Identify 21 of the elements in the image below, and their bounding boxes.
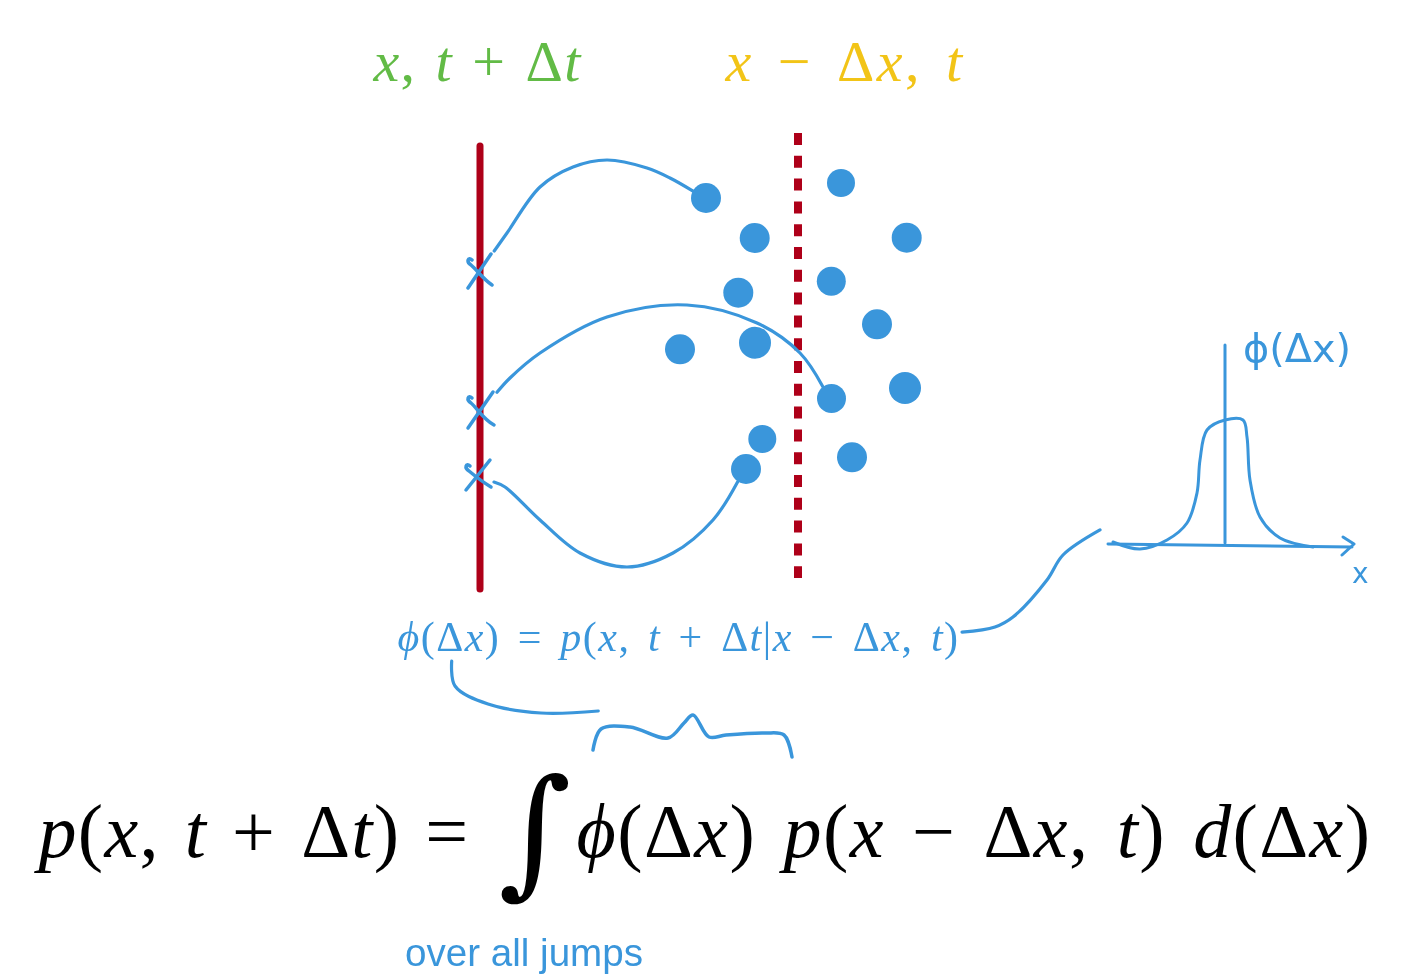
curly-brace [590, 711, 796, 760]
jump-curve [492, 480, 740, 569]
formula: ϕ(Δx) = p(x, t + Δt|x − Δx, t) [395, 612, 963, 662]
jump-curve [492, 158, 695, 253]
particle-dot [690, 183, 721, 214]
integral-sign: ∫ [497, 753, 573, 911]
equation: p(x, t + Δt) = [34, 788, 475, 876]
leader-line [960, 528, 1102, 634]
cross-icon [463, 457, 494, 493]
note: over all jumps [405, 930, 643, 976]
particle-dot [730, 454, 761, 485]
axis-label: x [1352, 558, 1369, 591]
jump-curve [495, 303, 825, 394]
position-time-label: x − Δx, t [724, 28, 966, 96]
equation: ϕ(Δx) p(x − Δx, t) d(Δx) [575, 788, 1373, 876]
position-time-label: x, t + Δt [372, 28, 583, 96]
cross-icon [465, 389, 497, 431]
axis-label: ϕ(Δx) [1243, 326, 1351, 372]
leader-line [449, 659, 600, 715]
cross-icon [465, 251, 495, 291]
particle-dot [816, 384, 846, 414]
